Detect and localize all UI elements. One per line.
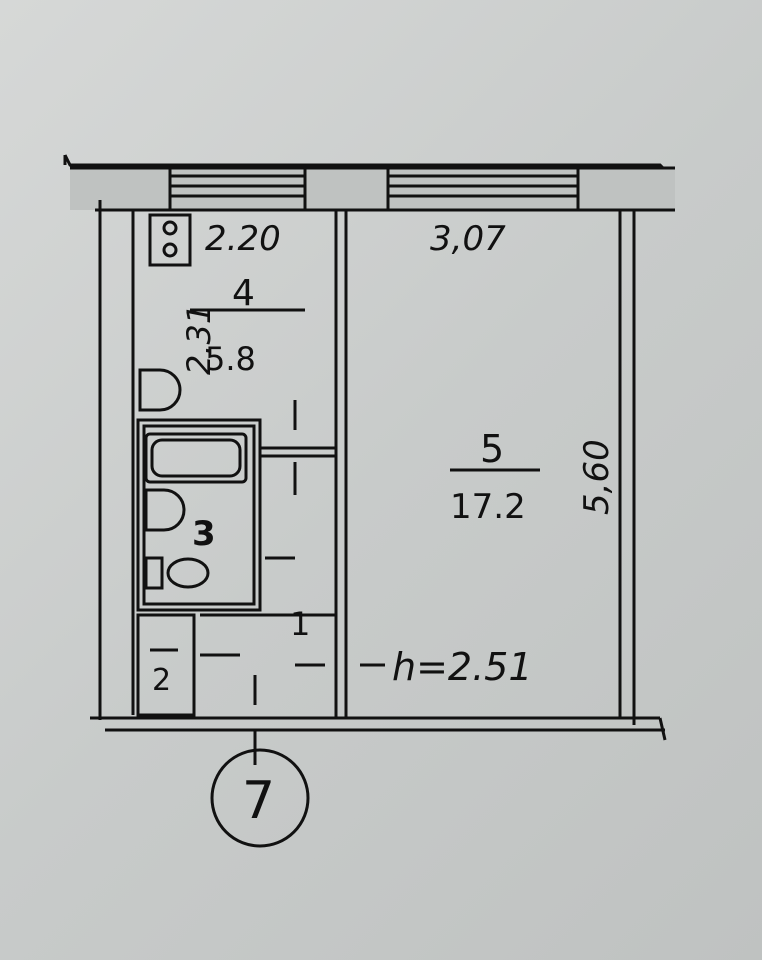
toilet-tank-icon <box>144 556 164 590</box>
bathroom-walls <box>136 418 262 612</box>
hall-number: 1 <box>290 605 310 643</box>
storage-walls <box>136 613 196 717</box>
ceiling-height-label: h=2.51 <box>392 645 533 689</box>
room-number: 5 <box>480 427 504 471</box>
window-kitchen <box>168 168 307 210</box>
bathtub-icon <box>144 432 248 484</box>
toilet-icon <box>166 557 210 589</box>
kitchen-number: 4 <box>232 273 255 314</box>
kitchen-sink-icon <box>138 368 182 412</box>
window-room <box>386 168 580 210</box>
room-length-label: 5,60 <box>577 439 617 515</box>
stove-icon <box>148 213 192 267</box>
kitchen-area: 5.8 <box>205 340 256 378</box>
room-width-label: 3,07 <box>430 219 506 259</box>
section-marker-number: 7 <box>242 771 275 831</box>
kitchen-width-label: 2.20 <box>205 219 281 259</box>
bathroom-number: 3 <box>192 514 216 554</box>
kitchen-length-label: 2.31 <box>180 304 218 375</box>
room-area: 17.2 <box>450 487 526 527</box>
bath-sink-icon <box>144 488 186 532</box>
section-marker-circle <box>210 748 310 848</box>
storage-number: 2 <box>152 663 171 698</box>
